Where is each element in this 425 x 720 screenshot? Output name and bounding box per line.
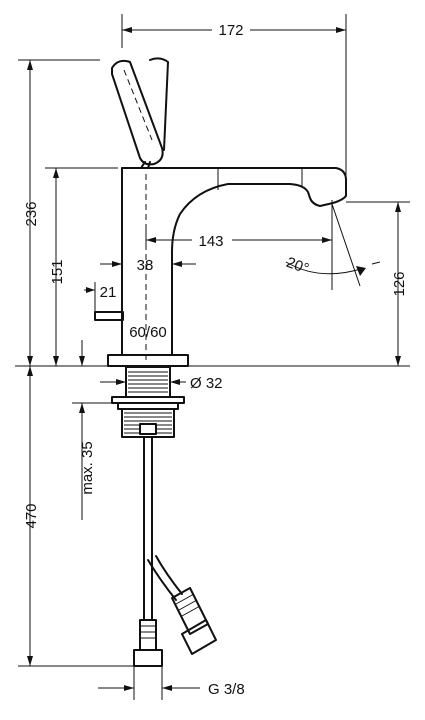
label-overall-depth: 172 [218,22,243,39]
lever-handle [111,57,169,169]
supply-hose-straight [133,436,163,667]
label-hose-length: 470 [23,503,40,528]
dim-spout-reach [145,200,333,290]
base-plate [107,354,189,367]
dim-tilt-angle [285,203,381,287]
label-tilt-angle: 20° [284,254,311,278]
dim-shank-diameter [100,379,186,385]
dim-hose-length [18,366,134,667]
label-base-size: 60/60 [129,324,167,341]
supply-hose-bent [147,555,217,655]
outlet-stub [94,311,124,321]
label-spout-height: 151 [49,259,66,284]
threaded-shank [125,366,171,398]
dim-overall-depth [121,14,347,180]
dim-outlet-width [84,282,96,312]
label-shank-diameter: Ø 32 [190,375,223,392]
dim-outlet-height [346,201,410,366]
dim-spout-height [45,167,118,366]
label-outlet-width: 21 [100,284,117,301]
label-outlet-height: 126 [391,271,408,296]
label-spout-reach: 143 [198,233,223,250]
label-overall-height: 236 [23,201,40,226]
dim-overall-height [18,59,100,366]
dim-deck-thickness [72,402,118,520]
mounting-nut [111,396,185,438]
label-connection-thread: G 3/8 [208,681,245,698]
dim-base-marker [79,340,85,366]
dim-body-offset [100,174,196,360]
dim-connection-thread [98,666,200,700]
label-deck-thickness: max. 35 [79,441,96,494]
label-body-offset: 38 [137,257,154,274]
